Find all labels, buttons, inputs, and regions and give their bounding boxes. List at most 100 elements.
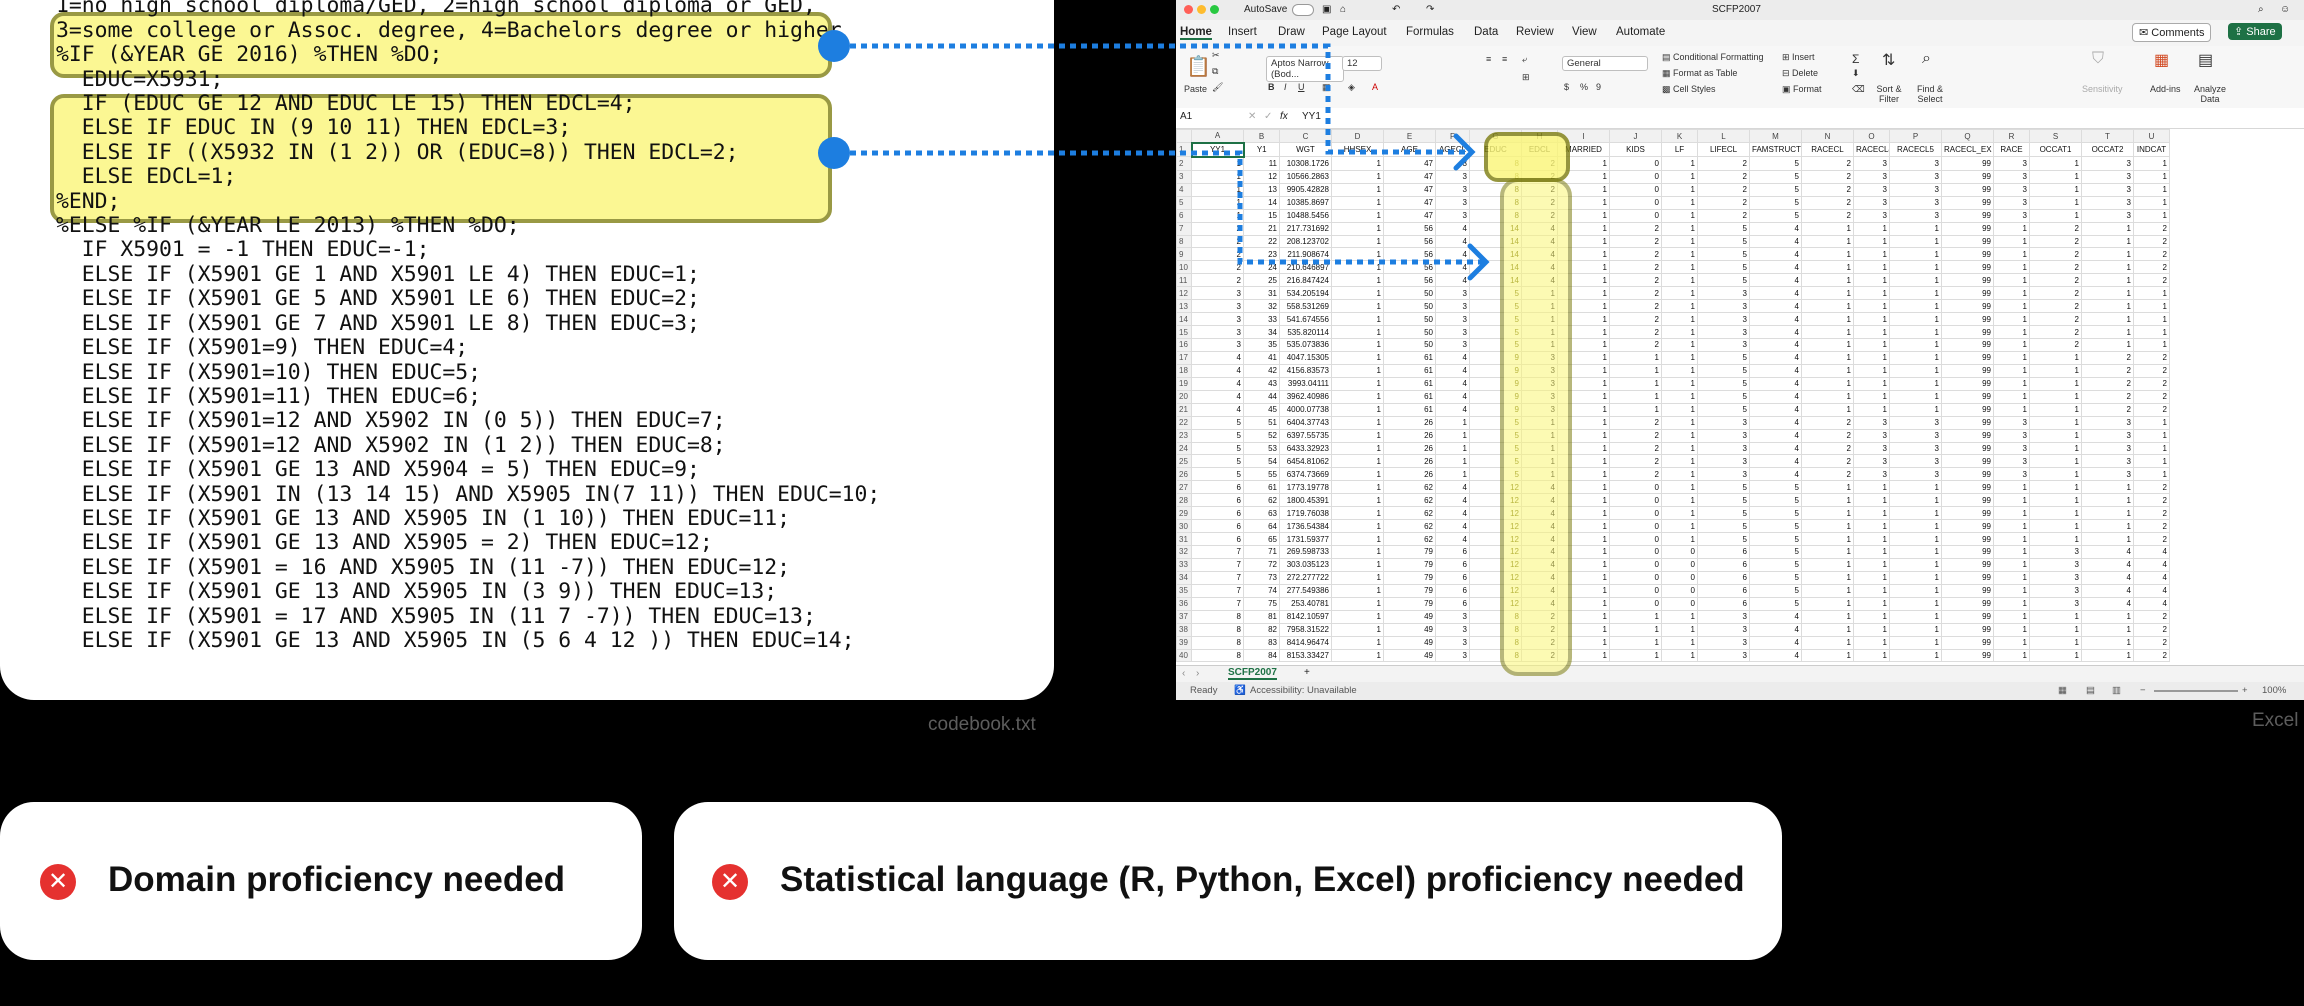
cell[interactable]: 4 (1435, 480, 1470, 495)
cell[interactable]: 99 (1941, 441, 1994, 456)
cell[interactable]: 1 (1993, 299, 2030, 314)
cell[interactable]: 22 (1243, 234, 1280, 249)
cell[interactable]: 1 (1889, 532, 1942, 546)
cell[interactable]: 56 (1383, 247, 1436, 262)
cell[interactable]: 1 (1435, 467, 1470, 482)
cell[interactable]: 4 (1191, 376, 1244, 391)
cell[interactable]: 3 (1889, 454, 1942, 469)
cell[interactable]: 1 (2081, 338, 2134, 352)
cell[interactable]: 3 (2081, 195, 2134, 210)
cell[interactable]: 4 (1749, 376, 1802, 391)
cell[interactable]: 3 (1697, 467, 1750, 482)
cell[interactable]: 2 (1609, 234, 1662, 249)
cell[interactable]: 7 (1191, 596, 1244, 611)
font-name-select[interactable]: Aptos Narrow (Bod... (1266, 56, 1344, 82)
cell[interactable]: 1 (1993, 325, 2030, 339)
cell[interactable]: 2 (2133, 389, 2170, 404)
cell[interactable]: 1 (2029, 532, 2082, 546)
cell[interactable]: 2 (2133, 609, 2170, 624)
cell[interactable]: 4 (1191, 402, 1244, 417)
cell[interactable]: 41 (1243, 350, 1280, 365)
cell[interactable]: 2 (2133, 519, 2170, 534)
cell[interactable]: 2 (1191, 221, 1244, 236)
cell[interactable]: 1 (1435, 454, 1470, 469)
cell[interactable]: 2 (2029, 286, 2082, 301)
cell[interactable]: 3993.04111 (1279, 376, 1332, 391)
cell[interactable]: 1 (2133, 415, 2170, 430)
cell[interactable]: 1 (2029, 389, 2082, 404)
column-header[interactable]: M (1749, 129, 1802, 144)
cell[interactable]: 5 (1749, 208, 1802, 223)
cell[interactable]: 5 (1191, 428, 1244, 443)
cell[interactable]: 3 (1853, 454, 1890, 469)
cell[interactable]: 1 (2081, 247, 2134, 262)
cell[interactable]: 2 (2133, 648, 2170, 663)
cancel-formula-icon[interactable]: ✕ (1248, 111, 1257, 122)
cell[interactable]: 23 (1243, 247, 1280, 262)
cell[interactable]: 4 (1435, 260, 1470, 275)
cell[interactable]: 21 (1243, 221, 1280, 236)
cell[interactable]: 0 (1609, 570, 1662, 585)
cell[interactable]: 1 (1661, 532, 1698, 546)
cell[interactable]: 32 (1243, 299, 1280, 314)
tab-data[interactable]: Data (1474, 26, 1499, 38)
cell[interactable]: 3 (1435, 338, 1470, 352)
cell[interactable]: 3 (1697, 622, 1750, 637)
cell[interactable]: 4 (2133, 570, 2170, 585)
cell[interactable]: 79 (1383, 545, 1436, 559)
cell[interactable]: 2 (2081, 389, 2134, 404)
cell[interactable]: 5 (1749, 182, 1802, 197)
cell[interactable]: 4 (1435, 247, 1470, 262)
autosum-icon[interactable]: Σ (1852, 52, 1860, 66)
cell[interactable]: 42 (1243, 363, 1280, 378)
cell[interactable]: 1 (1331, 493, 1384, 508)
cell[interactable]: 2 (1697, 156, 1750, 171)
cell[interactable]: 3 (1889, 415, 1942, 430)
cell[interactable]: 0 (1609, 195, 1662, 210)
cell[interactable]: 4 (2133, 545, 2170, 559)
cell[interactable]: 99 (1941, 454, 1994, 469)
cell[interactable]: 81 (1243, 609, 1280, 624)
cell[interactable]: 1 (1801, 493, 1854, 508)
cell[interactable]: 1 (1661, 519, 1698, 534)
cell[interactable]: 4 (2081, 570, 2134, 585)
cell[interactable]: 4 (1435, 273, 1470, 288)
cell[interactable]: 7 (1191, 557, 1244, 572)
cell[interactable]: 1 (2133, 299, 2170, 314)
cell[interactable]: 99 (1941, 467, 1994, 482)
cell[interactable]: 99 (1941, 493, 1994, 508)
row-header[interactable]: 36 (1176, 596, 1192, 611)
cell[interactable]: 5 (1749, 169, 1802, 184)
tab-draw[interactable]: Draw (1278, 26, 1305, 38)
row-header[interactable]: 6 (1176, 208, 1192, 223)
header-cell[interactable]: RACE (1993, 142, 2030, 158)
column-header[interactable]: E (1383, 129, 1436, 144)
cell[interactable]: 44 (1243, 389, 1280, 404)
cell[interactable]: 99 (1941, 286, 1994, 301)
cell[interactable]: 61 (1383, 376, 1436, 391)
cell[interactable]: 0 (1609, 583, 1662, 598)
cell[interactable]: 79 (1383, 583, 1436, 598)
cell[interactable]: 3 (1889, 182, 1942, 197)
cell[interactable]: 3 (2081, 467, 2134, 482)
fill-icon[interactable]: ⬇ (1852, 68, 1860, 78)
status-accessibility[interactable]: Accessibility: Unavailable (1250, 685, 1357, 696)
cell[interactable]: 8 (1191, 648, 1244, 663)
header-cell[interactable]: RACECL4 (1853, 142, 1890, 158)
cell[interactable]: 1 (1661, 441, 1698, 456)
cell[interactable]: 1 (2029, 363, 2082, 378)
column-header[interactable]: S (2029, 129, 2082, 144)
cell[interactable]: 2 (2133, 635, 2170, 650)
column-header[interactable]: A (1191, 129, 1244, 144)
cell[interactable]: 3 (2081, 156, 2134, 171)
cell[interactable]: 1 (1993, 402, 2030, 417)
column-header[interactable]: N (1801, 129, 1854, 144)
cell[interactable]: 0 (1609, 182, 1662, 197)
cell[interactable]: 1 (1661, 506, 1698, 521)
cell[interactable]: 3 (1853, 428, 1890, 443)
cell[interactable]: 1 (1853, 648, 1890, 663)
cell[interactable]: 3 (1435, 609, 1470, 624)
cell[interactable]: 3 (1993, 454, 2030, 469)
cell[interactable]: 1 (1853, 260, 1890, 275)
cell[interactable]: 2 (2133, 221, 2170, 236)
